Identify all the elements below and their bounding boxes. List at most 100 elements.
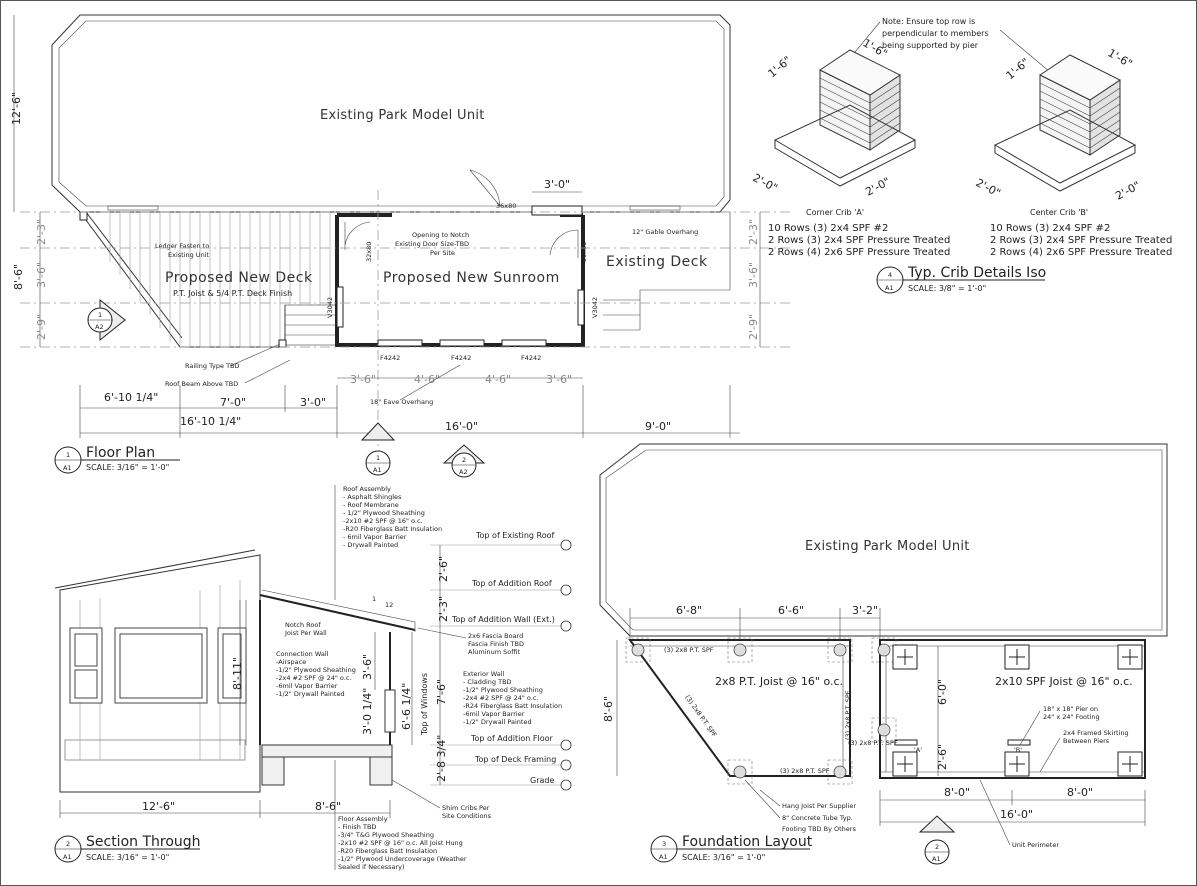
floor-assembly-6: Sealed if Necessary) bbox=[338, 863, 405, 871]
side-window-tag-left: V3042 bbox=[326, 297, 334, 318]
center-crib-label: Center Crib 'B' bbox=[1030, 208, 1088, 217]
svg-text:A2: A2 bbox=[95, 323, 104, 331]
svg-text:A1: A1 bbox=[885, 284, 894, 292]
dim-bottom-2: 7'-0" bbox=[220, 396, 246, 409]
crib-note-3: being supported by pier bbox=[882, 41, 979, 50]
roof-assembly-4: -2x10 #2 SPF @ 16" o.c. bbox=[343, 517, 423, 525]
section-dim-h1: 8'-11" bbox=[231, 657, 244, 690]
section-through: Top of Existing Roof Top of Addition Roo… bbox=[54, 485, 572, 871]
window-tag-3: F4242 bbox=[521, 354, 541, 362]
dim-bottom-6: 9'-0" bbox=[645, 420, 671, 433]
dim-unit-height: 12'-6" bbox=[10, 92, 23, 125]
exterior-wall-5: -6mil Vapor Barrier bbox=[463, 710, 525, 718]
joist-label-right: 2x10 SPF Joist @ 16" o.c. bbox=[995, 675, 1133, 688]
foundation-dim-total: 16'-0" bbox=[1000, 808, 1033, 821]
footing-note: Footing TBD By Others bbox=[782, 825, 856, 833]
level-top-addition-wall: Top of Addition Wall (Ext.) bbox=[451, 615, 555, 624]
roof-assembly-3: - 1/2" Plywood Sheathing bbox=[343, 509, 425, 517]
fascia-3: Aluminum Soffit bbox=[468, 648, 521, 656]
exterior-wall-3: -2x4 #2 SPF @ 24" o.c. bbox=[463, 694, 539, 702]
dim-left-part-3: 2'-9" bbox=[35, 314, 48, 340]
roof-assembly-1: - Asphalt Shingles bbox=[343, 493, 402, 501]
window-spacing-4: 3'-6" bbox=[546, 373, 572, 386]
svg-text:2: 2 bbox=[935, 843, 939, 851]
existing-unit-label: Existing Park Model Unit bbox=[320, 108, 485, 123]
roof-assembly-6: - 6mil Vapor Barrier bbox=[343, 533, 407, 541]
perimeter-note: Unit Perimeter bbox=[1012, 841, 1059, 849]
dim-bottom-4: 16'-10 1/4" bbox=[180, 415, 241, 428]
roof-beam-note: Roof Beam Above TBD bbox=[165, 380, 238, 388]
floor-assembly-0: Floor Assembly bbox=[338, 815, 388, 823]
center-crib-spec-2: 2 Rows (3) 2x4 SPF Pressure Treated bbox=[990, 235, 1172, 246]
window-spacing-2: 4'-6" bbox=[414, 373, 440, 386]
proposed-deck-label: Proposed New Deck bbox=[165, 270, 313, 286]
shim-note-1: Shim Cribs Per bbox=[442, 804, 490, 812]
floor-assembly-5: -1/2" Plywood Undercoverage (Weather bbox=[338, 855, 467, 863]
svg-text:3: 3 bbox=[662, 840, 666, 848]
ledger-note-2: Existing Unit bbox=[168, 251, 209, 259]
notch-note-3: Per Site bbox=[430, 249, 455, 257]
svg-text:A1: A1 bbox=[373, 466, 382, 474]
pier-note-2: 24" x 24" Footing bbox=[1043, 713, 1100, 721]
svg-text:Section Through: Section Through bbox=[86, 834, 201, 850]
connection-wall-0: Connection Wall bbox=[276, 650, 329, 658]
exterior-wall-0: Exterior Wall bbox=[463, 670, 504, 678]
corner-crib-spec-2: 2 Rows (3) 2x4 SPF Pressure Treated bbox=[768, 235, 950, 246]
connection-wall-4: -6mil Vapor Barrier bbox=[276, 682, 338, 690]
svg-text:SCALE: 3/16" = 1'-0": SCALE: 3/16" = 1'-0" bbox=[86, 853, 169, 862]
foundation-dim-bottom-1: 8'-0" bbox=[944, 786, 970, 799]
section-marker-3: 2 A2 bbox=[442, 444, 486, 478]
hang-note: Hang Joist Per Supplier bbox=[782, 802, 856, 810]
foundation-dim-top-2: 6'-6" bbox=[778, 604, 804, 617]
tube-note: 8" Concrete Tube Typ. bbox=[782, 814, 853, 822]
section-title: 2 A1 Section Through SCALE: 3/16" = 1'-0… bbox=[54, 834, 201, 863]
dim-bottom-3: 3'-0" bbox=[300, 396, 326, 409]
svg-text:4: 4 bbox=[888, 271, 892, 279]
ledger-note-1: Ledger Fasten to bbox=[155, 242, 209, 250]
foundation-dim-top-1: 6'-8" bbox=[676, 604, 702, 617]
corner-crib-label: Corner Crib 'A' bbox=[806, 208, 864, 217]
dim-right-part-2: 3'-6" bbox=[747, 262, 760, 288]
foundation-dim-top-3: 3'-2" bbox=[852, 604, 878, 617]
roof-assembly-0: Roof Assembly bbox=[343, 485, 391, 493]
foundation-layout: Existing Park Model Unit bbox=[599, 443, 1168, 865]
roof-assembly-5: -R20 Fiberglass Batt Insulation bbox=[343, 525, 442, 533]
deck-finish-note: P.T. Joist & 5/4 P.T. Deck Finish bbox=[173, 289, 292, 298]
notch-note-1: Opening to Notch bbox=[412, 231, 469, 239]
proposed-sunroom: Proposed New Sunroom 36x80 32x80 30x80 V… bbox=[326, 169, 599, 362]
level-top-addition-roof: Top of Addition Roof bbox=[471, 579, 552, 588]
svg-text:1: 1 bbox=[98, 311, 102, 319]
exterior-wall-1: - Cladding TBD bbox=[463, 678, 512, 686]
window-spacing-3: 4'-6" bbox=[485, 373, 511, 386]
foundation-dim-side-3: 2'-6" bbox=[936, 744, 949, 770]
level-dim-3: 7'-6" bbox=[435, 679, 448, 705]
window-tag-1: F4242 bbox=[380, 354, 400, 362]
section-dim-w2: 8'-6" bbox=[315, 800, 341, 813]
window-tag-2: F4242 bbox=[451, 354, 471, 362]
svg-text:Floor Plan: Floor Plan bbox=[86, 445, 155, 461]
svg-text:Foundation Layout: Foundation Layout bbox=[682, 834, 813, 850]
beam-label-small: (3) 2x8 P.T. SPF bbox=[848, 739, 898, 747]
floor-assembly-2: -3/4" T&G Plywood Sheathing bbox=[338, 831, 434, 839]
center-crib-b: 1'-6" 1'-6" 2'-0" 2'-0" Center Crib 'B' … bbox=[974, 46, 1173, 258]
crib-title: 4 A1 Typ. Crib Details Iso SCALE: 3/8" =… bbox=[876, 265, 1046, 294]
svg-text:1: 1 bbox=[376, 454, 380, 462]
crib-note-1: Note: Ensure top row is bbox=[882, 17, 975, 26]
shim-note-2: Site Conditions bbox=[442, 812, 492, 820]
level-dim-2: 2'-3" bbox=[437, 596, 450, 622]
level-grade: Grade bbox=[530, 776, 554, 785]
dim-left-total: 8'-6" bbox=[12, 264, 25, 290]
notch-roof-2: Joist Per Wall bbox=[284, 629, 327, 637]
dim-bottom-1: 6'-10 1/4" bbox=[104, 391, 158, 404]
floor-assembly-1: - Finish TBD bbox=[338, 823, 376, 831]
floor-plan: Existing Park Model Unit 12'-6" bbox=[10, 14, 790, 478]
crib-tag-b: 'B' bbox=[1014, 746, 1022, 754]
fascia-2: Fascia Finish TBD bbox=[468, 640, 524, 648]
level-top-deck-framing: Top of Deck Framing bbox=[474, 755, 556, 764]
svg-text:A1: A1 bbox=[932, 855, 941, 863]
joist-label-left: 2x8 P.T. Joist @ 16" o.c. bbox=[715, 675, 843, 688]
floor-assembly-3: -2x10 #2 SPF @ 16" o.c. All Joist Hung bbox=[338, 839, 463, 847]
dim-right-part-3: 2'-9" bbox=[747, 314, 760, 340]
exterior-wall-4: -R24 Fiberglass Batt Insulation bbox=[463, 702, 562, 710]
svg-text:A1: A1 bbox=[63, 464, 72, 472]
